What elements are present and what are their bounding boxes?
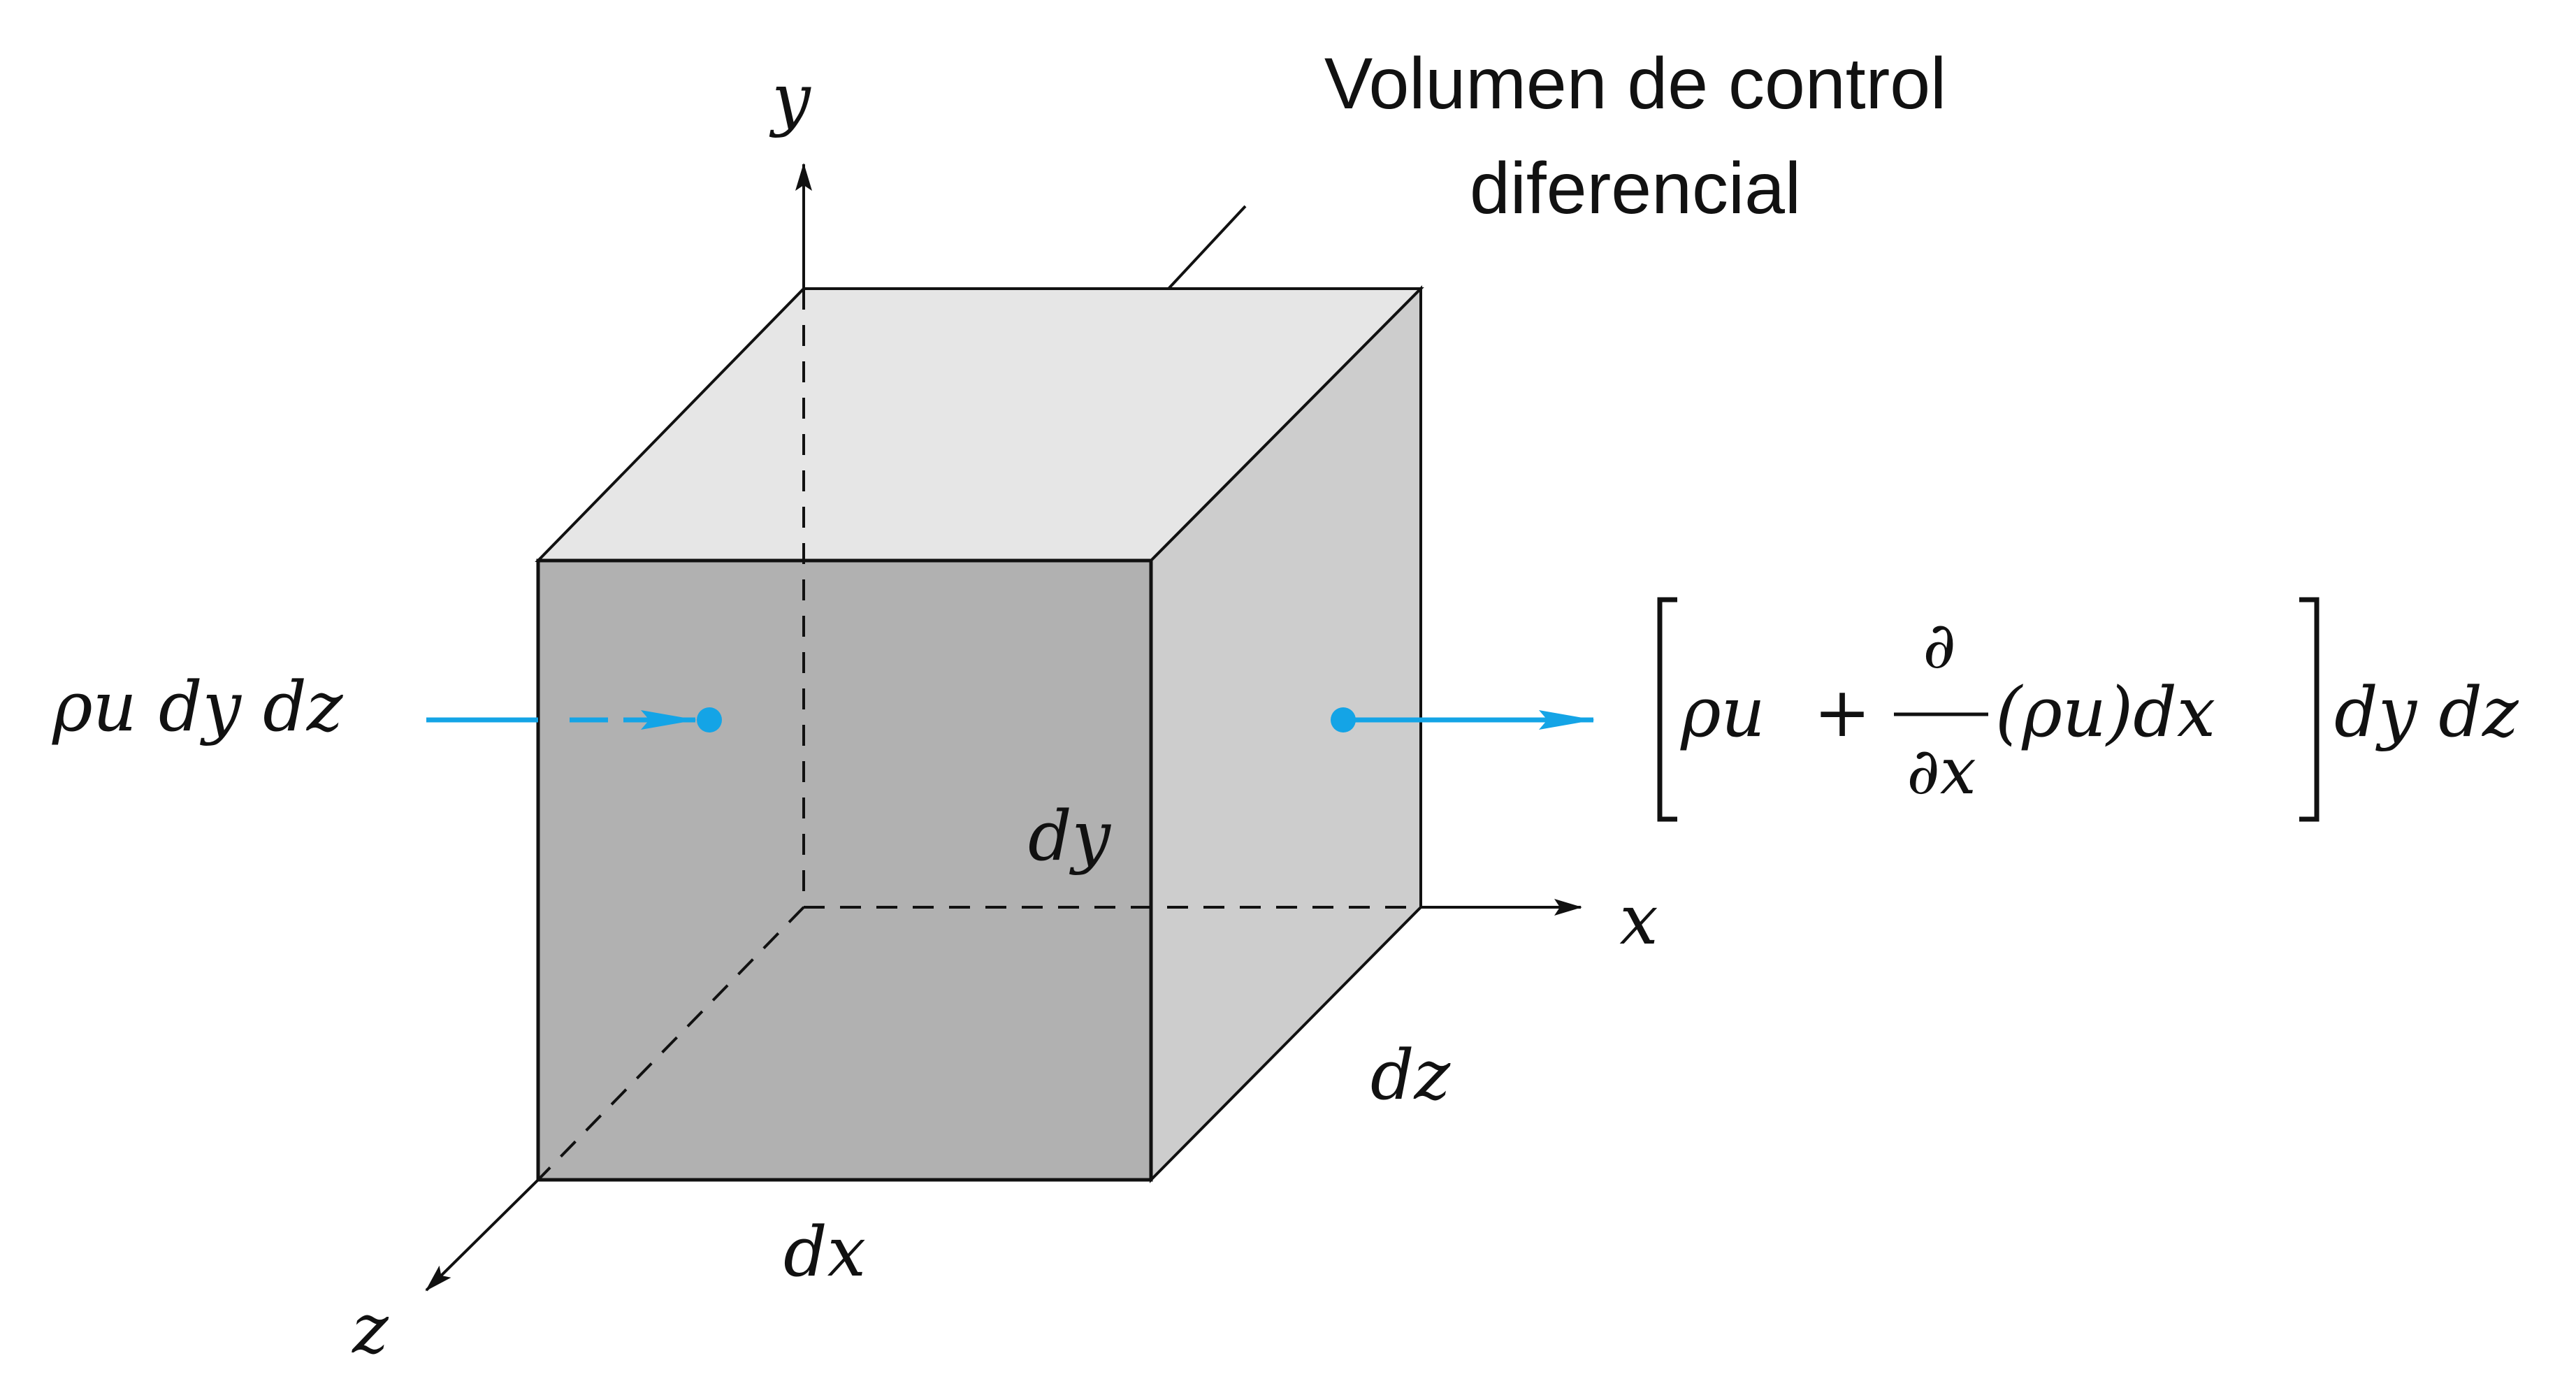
outflow-plus: + — [1814, 673, 1871, 753]
outflow-expression: ρu + ∂ ∂x (ρu)dx dy dz — [1657, 597, 2519, 822]
inflow-point — [697, 707, 722, 732]
outflow-term: (ρu)dx — [1995, 673, 2215, 753]
dx-label: dx — [783, 1213, 866, 1292]
right-bracket — [2299, 597, 2320, 822]
hidden-edge-diagonal — [537, 906, 805, 1181]
x-axis-label: x — [1619, 881, 1658, 960]
fraction-numerator: ∂ — [1923, 608, 1956, 683]
outflow-trailing: dy dz — [2334, 673, 2519, 753]
z-axis-label: z — [352, 1290, 389, 1369]
inflow-expression: ρu dy dz — [52, 667, 344, 747]
annotation-line-2: diferencial — [1470, 148, 1801, 229]
left-bracket — [1657, 597, 1677, 822]
fraction-denominator: ∂x — [1906, 734, 1976, 809]
dz-label: dz — [1370, 1036, 1452, 1116]
annotation-leader-line — [1167, 205, 1247, 290]
y-axis-label: y — [769, 59, 811, 139]
z-axis — [425, 1178, 540, 1292]
annotation-line-1: Volumen de control — [1324, 43, 1946, 124]
outflow-rho-u: ρu — [1680, 673, 1765, 753]
dy-label: dy — [1028, 797, 1112, 876]
